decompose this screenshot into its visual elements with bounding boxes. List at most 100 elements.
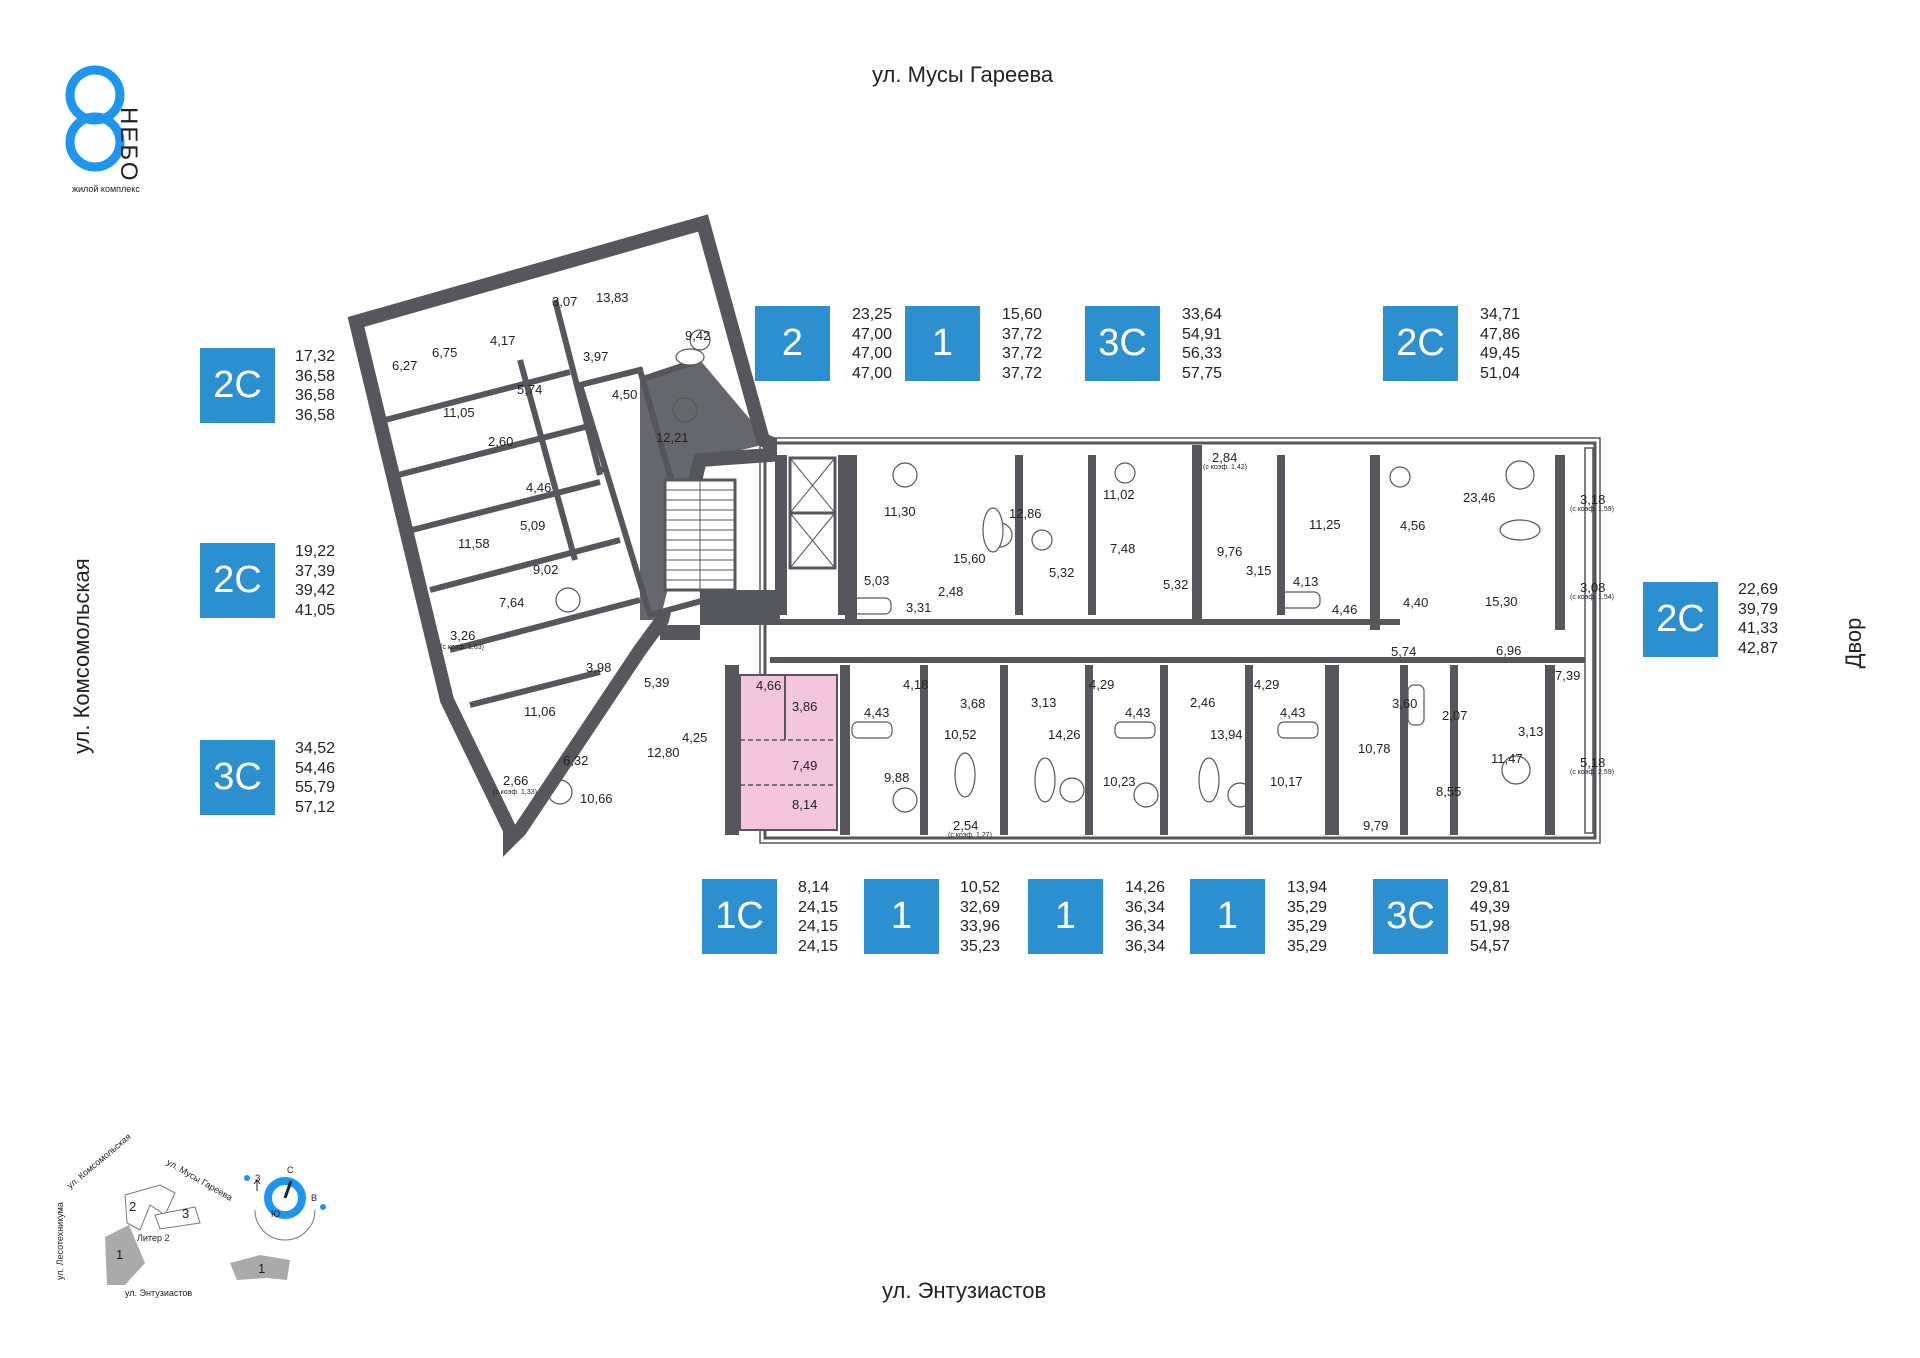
room-area: 3,98 <box>586 660 612 675</box>
room-area: 2,84 <box>1212 450 1238 465</box>
room-area: 4,43 <box>864 705 890 720</box>
room-area: 11,30 <box>884 504 916 519</box>
apartment-badge[interactable]: 2С <box>1383 306 1458 381</box>
apartment-badge[interactable]: 1 <box>864 879 939 954</box>
room-area: 11,25 <box>1309 517 1341 532</box>
room-area: 8,14 <box>792 797 818 812</box>
compass-south: Ю <box>271 1209 281 1219</box>
compass-north: С <box>287 1165 294 1175</box>
room-area: 4,56 <box>1400 518 1426 533</box>
room-area: 3,86 <box>792 699 818 714</box>
apartment-badge[interactable]: 1С <box>702 879 777 954</box>
minimap-street-lesotekhnikuma: ул. Лесотехникума <box>55 1202 65 1280</box>
compass: С Ю З В <box>235 1165 335 1245</box>
room-area: 13,83 <box>596 290 629 305</box>
room-area: 2,48 <box>938 584 964 599</box>
room-area: 5,32 <box>1049 565 1075 580</box>
room-area: 11,05 <box>443 405 475 420</box>
minimap-building-2: 2 <box>129 1199 137 1214</box>
apartment-badge[interactable]: 1 <box>905 306 980 381</box>
compass-east: В <box>311 1193 318 1203</box>
room-area: 15,60 <box>953 551 986 566</box>
room-area: 4,25 <box>682 730 708 745</box>
room-coef-note: (с коэф. 1,59) <box>1570 506 1614 513</box>
apartment-badge[interactable]: 2С <box>1643 582 1718 657</box>
minimap-street-entuziastov: ул. Энтузиастов <box>125 1288 193 1298</box>
room-area: 2,60 <box>488 434 514 449</box>
apartment-badge[interactable]: 3С <box>200 740 275 815</box>
room-area: 2,07 <box>1442 708 1468 723</box>
apartment-badge[interactable]: 2 <box>755 306 830 381</box>
room-area: 5,74 <box>1391 644 1417 659</box>
room-area: 5,74 <box>517 382 543 397</box>
apartment-badge[interactable]: 3С <box>1085 306 1160 381</box>
apartment-badge[interactable]: 3С <box>1373 879 1448 954</box>
apartment-badge[interactable]: 2С <box>200 543 275 618</box>
room-area: 3,26 <box>450 628 476 643</box>
room-area: 4,50 <box>612 387 638 402</box>
room-area: 5,39 <box>644 675 670 690</box>
room-area: 3,18 <box>1580 492 1606 507</box>
room-area: 6,27 <box>392 358 418 373</box>
room-coef-note: (с коэф. 1,42) <box>1203 464 1247 471</box>
minimap-buildings <box>105 1184 290 1285</box>
room-area: 10,23 <box>1103 774 1136 789</box>
room-area: 9,02 <box>533 562 559 577</box>
room-area: 3,60 <box>1392 696 1418 711</box>
room-area: 9,42 <box>685 328 711 343</box>
room-area: 10,66 <box>580 791 613 806</box>
room-area: 3,13 <box>1518 724 1544 739</box>
room-area: 7,49 <box>792 758 818 773</box>
room-area: 10,52 <box>944 727 977 742</box>
room-area: 5,18 <box>1580 755 1606 770</box>
logo-subtitle: жилой комплекс <box>72 184 140 194</box>
logo: НЕБО жилой комплекс <box>60 62 170 194</box>
street-top: ул. Мусы Гареева <box>872 62 1054 87</box>
room-area: 5,32 <box>1163 577 1189 592</box>
room-area: 23,46 <box>1463 490 1496 505</box>
room-area: 13,94 <box>1210 727 1243 742</box>
room-area: 8,55 <box>1436 784 1462 799</box>
room-area: 12,21 <box>656 430 689 445</box>
room-area: 7,48 <box>1110 541 1136 556</box>
room-area: 4,13 <box>1293 574 1319 589</box>
room-area: 4,29 <box>1254 677 1280 692</box>
room-area: 3,15 <box>1246 563 1272 578</box>
apartment-badge[interactable]: 2С <box>200 348 275 423</box>
room-area: 3,07 <box>552 294 578 309</box>
compass-west: З <box>255 1173 261 1183</box>
apartment-badge[interactable]: 1 <box>1028 879 1103 954</box>
room-area: 3,97 <box>583 349 609 364</box>
room-area: 5,03 <box>864 573 890 588</box>
room-coef-note: (с коэф. 1,27) <box>948 832 992 839</box>
apartment-badge[interactable]: 1 <box>1190 879 1265 954</box>
street-bottom: ул. Энтузиастов <box>882 1278 1047 1303</box>
room-coef-note: (с коэф. 2,59) <box>1570 769 1614 776</box>
site-minimap: ул. Комсомольская ул. Мусы Гареева ул. Л… <box>55 1132 305 1305</box>
room-area: 4,18 <box>903 677 929 692</box>
compass-icon <box>244 1175 326 1241</box>
room-area: 4,40 <box>1403 595 1429 610</box>
room-area: 2,46 <box>1190 695 1216 710</box>
room-area: 15,30 <box>1485 594 1518 609</box>
room-coef-note: (с коэф. 1,33) <box>493 789 537 796</box>
room-area: 4,46 <box>526 480 552 495</box>
room-area: 11,06 <box>524 704 556 719</box>
room-area: 5,09 <box>520 518 546 533</box>
room-area: 4,17 <box>490 333 516 348</box>
room-area: 14,26 <box>1048 727 1081 742</box>
room-area: 4,46 <box>1332 602 1358 617</box>
minimap-litera: Литер 2 <box>137 1233 170 1243</box>
room-area: 11,47 <box>1491 751 1523 766</box>
room-area: 3,08 <box>1580 580 1606 595</box>
